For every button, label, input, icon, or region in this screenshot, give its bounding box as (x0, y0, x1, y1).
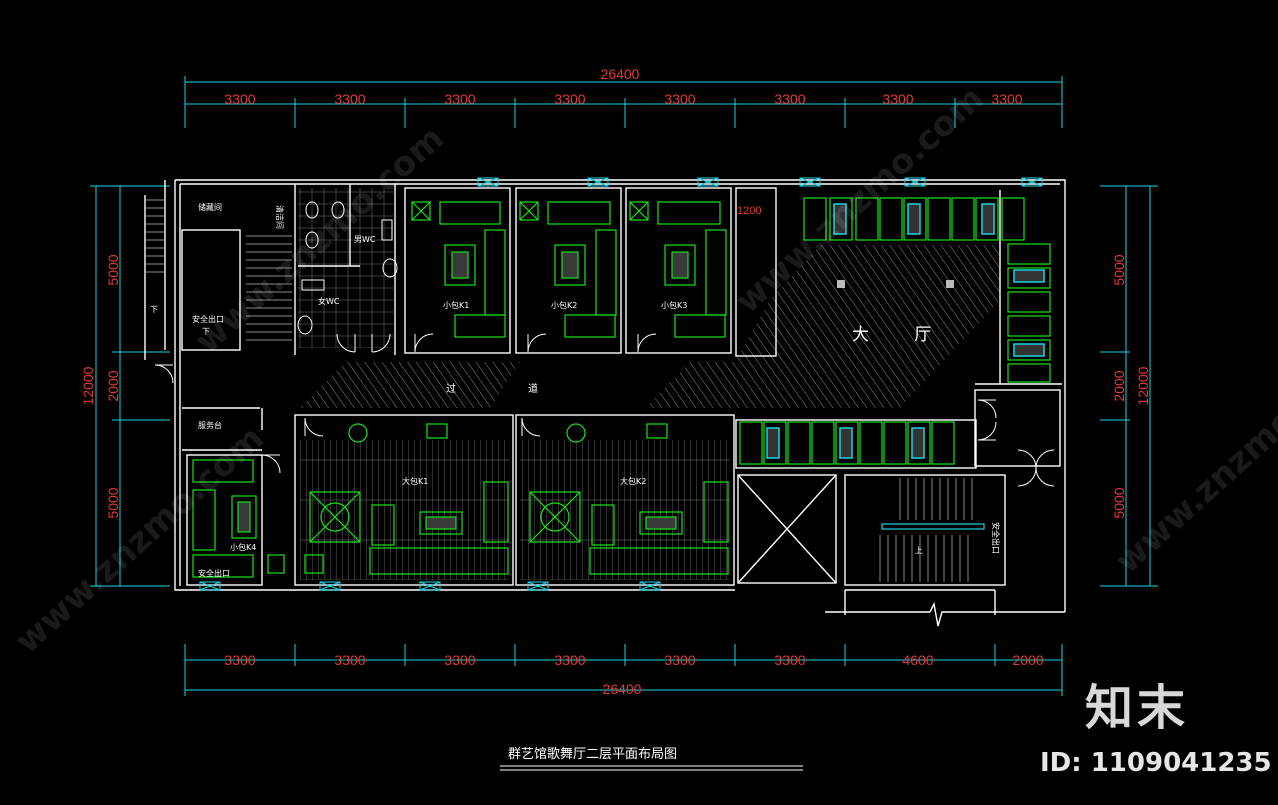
dim-label: 3300 (334, 652, 365, 668)
watermark-logo: 知末 (1085, 680, 1190, 736)
room-label-small-k3: 小包K3 (661, 300, 687, 310)
dim-label: 3300 (664, 91, 695, 107)
right-dim-labels: 5000 2000 5000 12000 (1111, 254, 1151, 518)
dim-label: 3300 (664, 652, 695, 668)
title-underline (500, 765, 803, 771)
top-segment-labels: 3300 3300 3300 3300 3300 3300 3300 3300 (224, 91, 1022, 107)
watermark-id: ID: 1109041235 (1040, 748, 1272, 778)
label-exit-3: 安全出口 (991, 522, 1001, 554)
small-room-k3-furniture (629, 201, 727, 338)
room-label-small-k1: 小包K1 (443, 300, 469, 310)
large-room-k1-furniture (304, 423, 509, 575)
dim-label: 12000 (1135, 366, 1151, 405)
large-room-k2-furniture (529, 423, 729, 575)
room-label-wc-1: 男WC (354, 235, 376, 244)
bottom-total-dimension: 26400 (603, 681, 642, 697)
dim-label: 5000 (105, 254, 121, 285)
dim-label: 3300 (554, 652, 585, 668)
dim-label: 4600 (902, 652, 933, 668)
dim-label: 3300 (224, 652, 255, 668)
label-exit-1: 安全出口 (192, 314, 224, 324)
building-walls (144, 179, 1066, 627)
stair-treads (146, 199, 973, 582)
hall-seating-bottom (739, 421, 955, 465)
right-dimensions (1100, 185, 1158, 587)
hall-seating-right (1007, 243, 1051, 383)
label-cleaning: 清洁间 (275, 205, 285, 229)
dim-label: 3300 (224, 91, 255, 107)
room-label-large-k1: 大包K1 (402, 476, 428, 486)
room-labels: 小包K1 小包K2 小包K3 小包K4 大包K1 大包K2 储藏间 男WC 女W… (150, 202, 1001, 578)
bottom-segment-labels: 3300 3300 3300 3300 3300 3300 4600 2000 (224, 652, 1043, 668)
top-dimensions (184, 76, 1063, 128)
label-up: 上 (915, 546, 923, 555)
hall-tables-bottom (766, 427, 925, 459)
dim-label: 5000 (1111, 254, 1127, 285)
dim-label: 12000 (80, 366, 96, 405)
dim-label: 2000 (105, 370, 121, 401)
label-dim-1200: 1200 (737, 205, 761, 217)
small-room-k1-furniture (411, 201, 506, 338)
room-label-small-k2: 小包K2 (551, 300, 577, 310)
dim-label: 3300 (774, 91, 805, 107)
label-down-2: 下 (150, 305, 158, 314)
hall-label: 大 厅 (852, 325, 951, 345)
doors (154, 333, 1055, 487)
left-dim-labels: 12000 5000 2000 5000 (80, 254, 121, 518)
corridor-label-1: 过 (446, 382, 456, 395)
dim-label: 3300 (444, 91, 475, 107)
dim-label: 3300 (554, 91, 585, 107)
dim-label: 5000 (105, 487, 121, 518)
corridor-label-2: 道 (528, 382, 538, 395)
label-down-1: 下 (202, 327, 210, 336)
dim-label: 3300 (882, 91, 913, 107)
room-label-small-k4: 小包K4 (230, 542, 256, 552)
dim-label: 5000 (1111, 487, 1127, 518)
bathroom-fixtures (297, 201, 398, 335)
hall-columns (837, 280, 954, 288)
small-room-k2-furniture (519, 201, 617, 338)
label-exit-2: 安全出口 (198, 568, 230, 578)
windows (199, 177, 1043, 591)
room-label-large-k2: 大包K2 (620, 476, 646, 486)
room-label-wc-2: 女WC (318, 296, 340, 306)
drawing-title: 群艺馆歌舞厅二层平面布局图 (508, 747, 677, 762)
hall-seating-top (803, 197, 1025, 241)
hall-tables-right (1013, 269, 1045, 357)
dim-label: 2000 (1012, 652, 1043, 668)
top-total-dimension: 26400 (601, 66, 640, 82)
floor-finishes (298, 188, 1000, 580)
dim-label: 2000 (1111, 370, 1127, 401)
left-dimensions (90, 185, 170, 587)
handrail (881, 523, 985, 530)
hall-tables-top (833, 203, 995, 235)
small-room-k4-furniture (192, 459, 285, 578)
dim-label: 3300 (991, 91, 1022, 107)
dim-label: 3300 (334, 91, 365, 107)
bottom-dimensions (184, 644, 1063, 696)
dim-label: 3300 (774, 652, 805, 668)
room-label-office: 储藏间 (198, 202, 222, 212)
label-service: 服务台 (198, 420, 222, 430)
dim-label: 3300 (444, 652, 475, 668)
